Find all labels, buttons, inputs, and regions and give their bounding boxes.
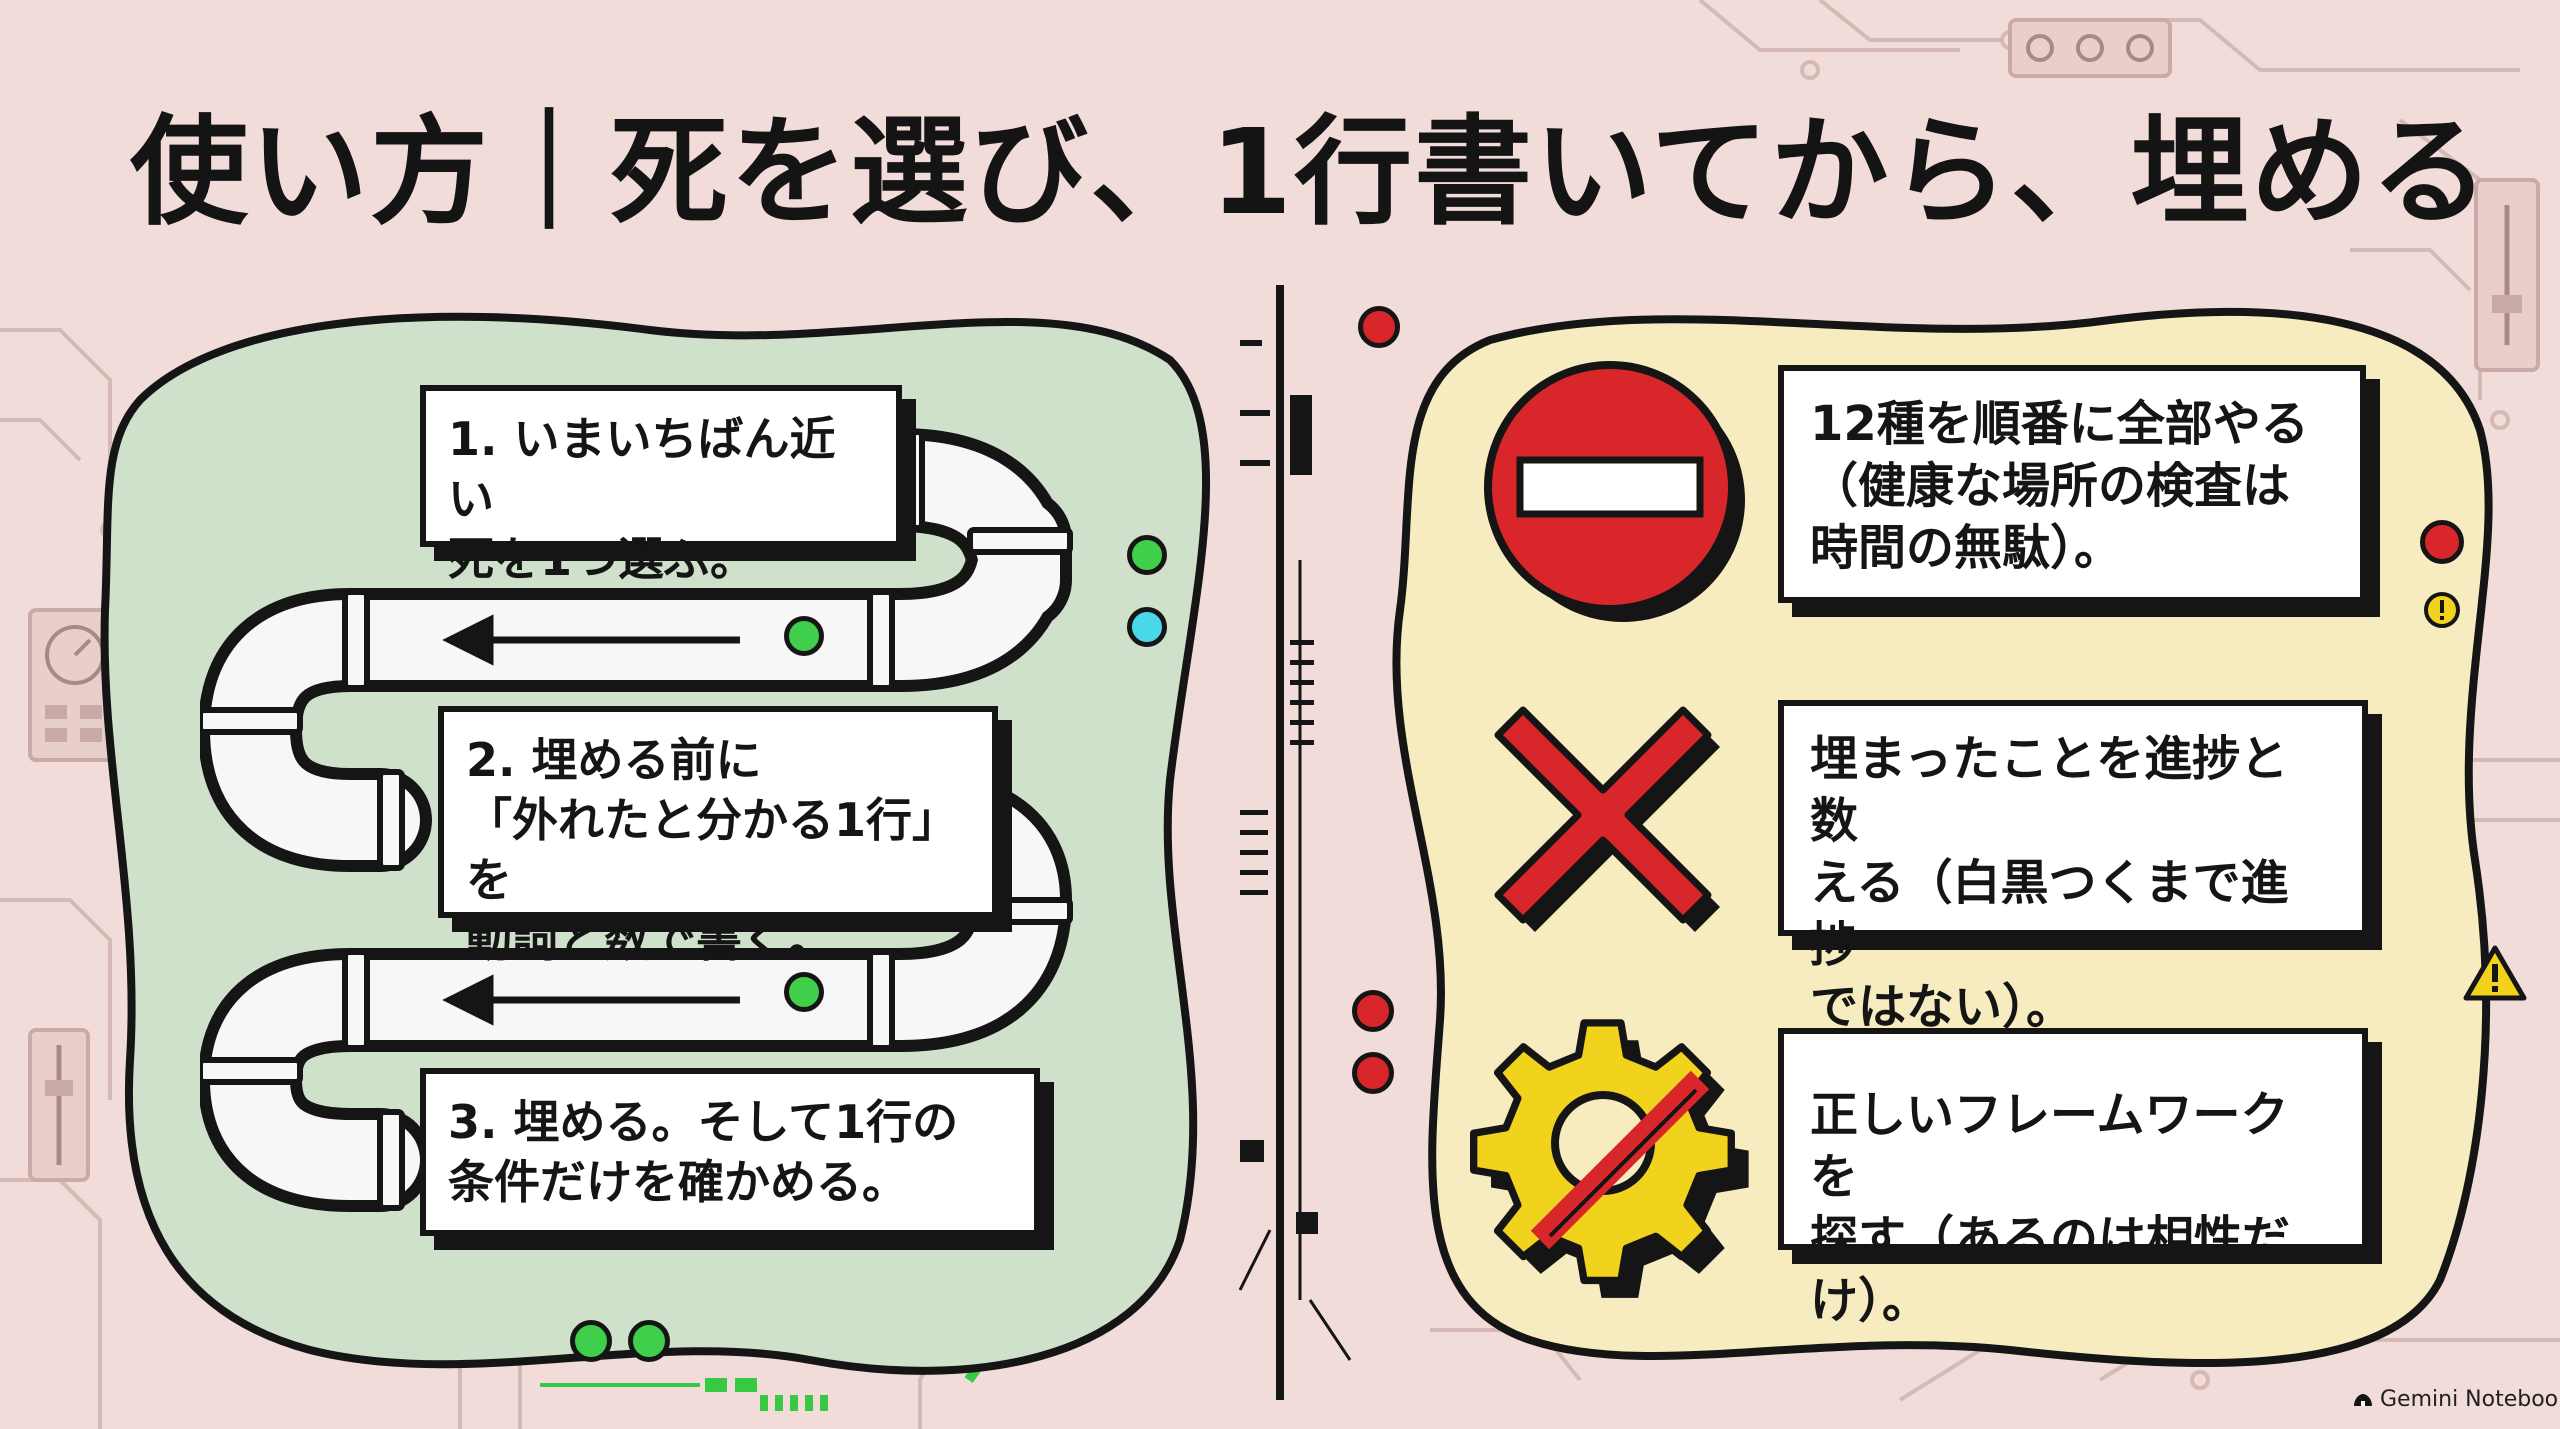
status-light: [1352, 990, 1394, 1032]
indicator-light: [1127, 607, 1167, 647]
step-text: 3. 埋める。そして1行の 条件だけを確かめる。: [448, 1095, 959, 1209]
indicator-light: [570, 1320, 612, 1362]
status-light: [2420, 520, 2464, 564]
dont-card-2: 埋まったことを進捗と数 える（白黒つくまで進捗 ではない）。: [1778, 700, 2368, 1035]
no-entry-icon: [1484, 361, 1745, 622]
warning-icon: [2463, 945, 2527, 1001]
gemini-logo-icon: [2354, 1394, 2372, 1406]
dont-text: 埋まったことを進捗と数 える（白黒つくまで進捗 ではない）。: [1810, 731, 2289, 1035]
step-text: 2. 埋める前に 「外れたと分かる1行」を 動詞と数で書く。: [466, 733, 959, 967]
step-card-3: 3. 埋める。そして1行の 条件だけを確かめる。: [420, 1068, 1040, 1236]
page-title: 使い方｜死を選び、1行書いてから、埋める: [130, 103, 2491, 241]
indicator-light: [784, 616, 824, 656]
broken-gear-icon: [1470, 1019, 1749, 1298]
cross-icon: [1494, 706, 1720, 932]
status-light: [1352, 1052, 1394, 1094]
step-text: 1. いまいちばん近い 死を1つ選ぶ。: [448, 412, 836, 586]
step-card-1: 1. いまいちばん近い 死を1つ選ぶ。: [420, 385, 902, 586]
dont-card-1: 12種を順番に全部やる （健康な場所の検査は 時間の無駄）。: [1778, 365, 2366, 603]
indicator-light: [784, 972, 824, 1012]
pipe-flow: [200, 428, 1073, 1212]
step-card-2: 2. 埋める前に 「外れたと分かる1行」を 動詞と数で書く。: [438, 706, 998, 967]
indicator-light: [1127, 535, 1167, 575]
indicator-light: [628, 1320, 670, 1362]
dont-text: 12種を順番に全部やる （健康な場所の検査は 時間の無駄）。: [1810, 396, 2309, 576]
dont-card-3: 正しいフレームワークを 探す（あるのは相性だけ）。: [1778, 1028, 2368, 1329]
status-light: [1358, 306, 1400, 348]
brand-watermark: Gemini Notebook: [2352, 1380, 2560, 1420]
exclamation-icon: [2424, 592, 2460, 628]
dont-text: 正しいフレームワークを 探す（あるのは相性だけ）。: [1810, 1087, 2291, 1329]
brand-label: Gemini Notebook: [2380, 1387, 2560, 1412]
